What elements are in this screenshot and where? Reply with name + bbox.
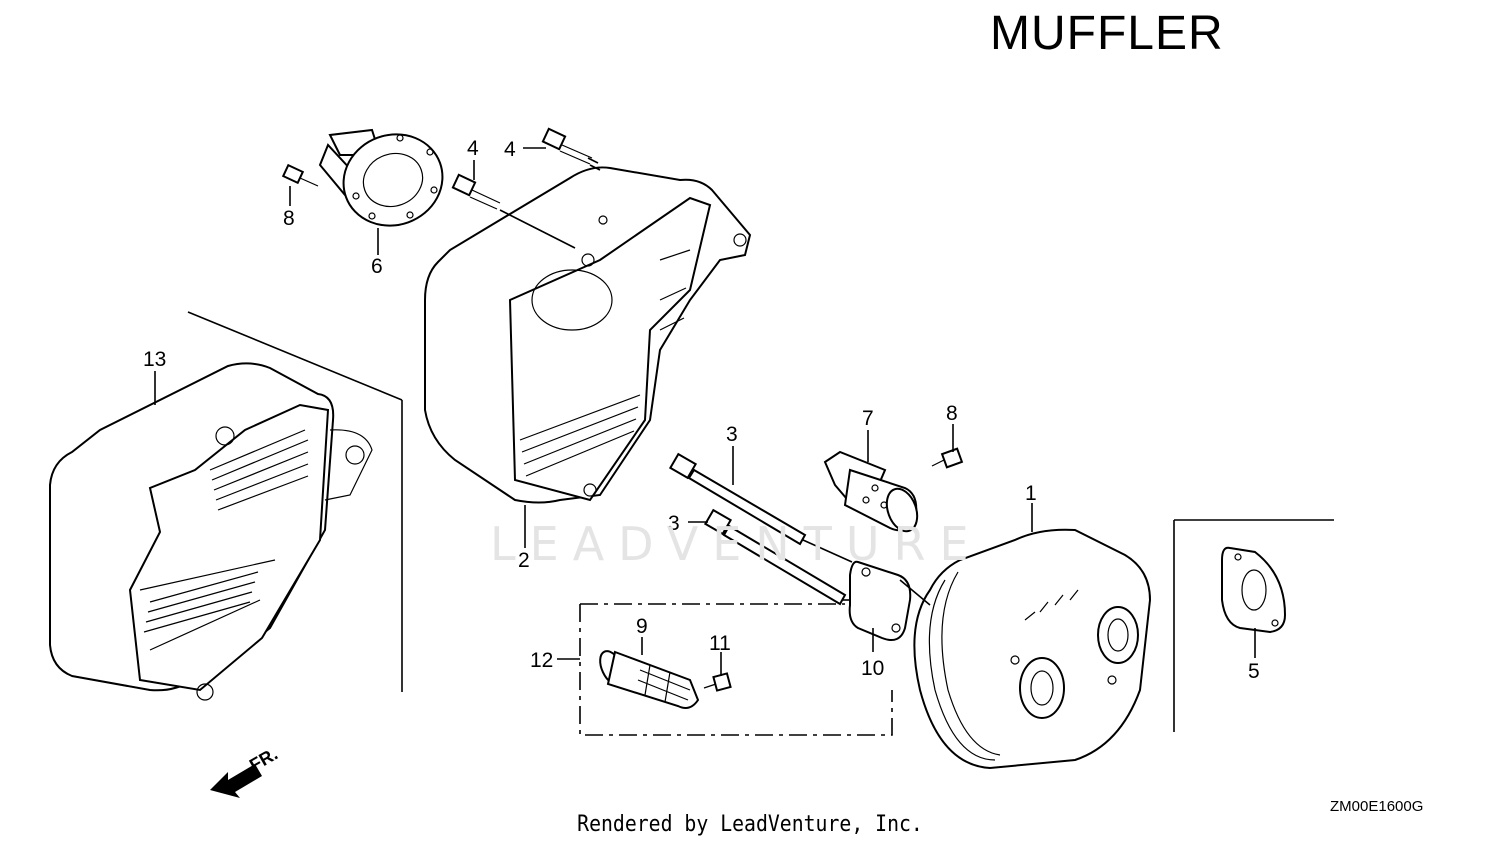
spark-arrester-7[interactable] [823, 450, 923, 535]
callout-labels: 1 2 3 3 4 4 5 6 7 8 8 9 10 11 12 13 [143, 137, 1260, 683]
callout-5[interactable]: 5 [1248, 660, 1260, 683]
leader-lines [154, 147, 1256, 676]
callout-6[interactable]: 6 [371, 255, 383, 278]
spark-arrester-screen-9[interactable] [595, 647, 700, 709]
callout-8-lower[interactable]: 8 [946, 402, 958, 425]
callout-4-left[interactable]: 4 [467, 137, 479, 160]
kit-12-bracket [579, 603, 893, 736]
callout-13[interactable]: 13 [143, 348, 166, 371]
watermark: LEADVENTURE [490, 517, 983, 571]
frame-lines [187, 311, 1334, 732]
callout-10[interactable]: 10 [861, 657, 884, 680]
page-title: MUFFLER [990, 7, 1224, 60]
bolt-4-upper[interactable] [541, 127, 593, 165]
screw-8-lower[interactable] [931, 447, 964, 469]
callout-3-lower[interactable]: 3 [668, 512, 680, 535]
callout-7[interactable]: 7 [862, 407, 874, 430]
footer-credit: Rendered by LeadVenture, Inc. [577, 812, 923, 837]
callout-12[interactable]: 12 [530, 649, 553, 672]
bolt-8-upper[interactable] [281, 163, 319, 187]
callout-11[interactable]: 11 [709, 632, 731, 655]
callout-3-upper[interactable]: 3 [726, 423, 738, 446]
exhaust-flange-6[interactable] [318, 121, 455, 240]
callout-8-upper[interactable]: 8 [283, 207, 295, 230]
stud-bolt-3-lower[interactable] [703, 508, 847, 606]
muffler-protector-13[interactable] [49, 362, 373, 701]
gasket-5[interactable] [1221, 546, 1287, 634]
muffler-1[interactable] [913, 528, 1152, 770]
callout-1[interactable]: 1 [1025, 482, 1037, 505]
diagram-code: ZM00E1600G [1330, 798, 1424, 815]
callout-9[interactable]: 9 [636, 615, 648, 638]
stud-bolt-3-upper[interactable] [668, 452, 807, 546]
callout-2[interactable]: 2 [518, 549, 530, 572]
screw-11[interactable] [703, 672, 732, 692]
muffler-cover-2[interactable] [424, 166, 752, 504]
front-direction-arrow-icon: FR. [210, 744, 281, 798]
gasket-10[interactable] [848, 560, 912, 641]
callout-4-right[interactable]: 4 [504, 138, 516, 161]
bolt-4-lower[interactable] [451, 173, 501, 210]
